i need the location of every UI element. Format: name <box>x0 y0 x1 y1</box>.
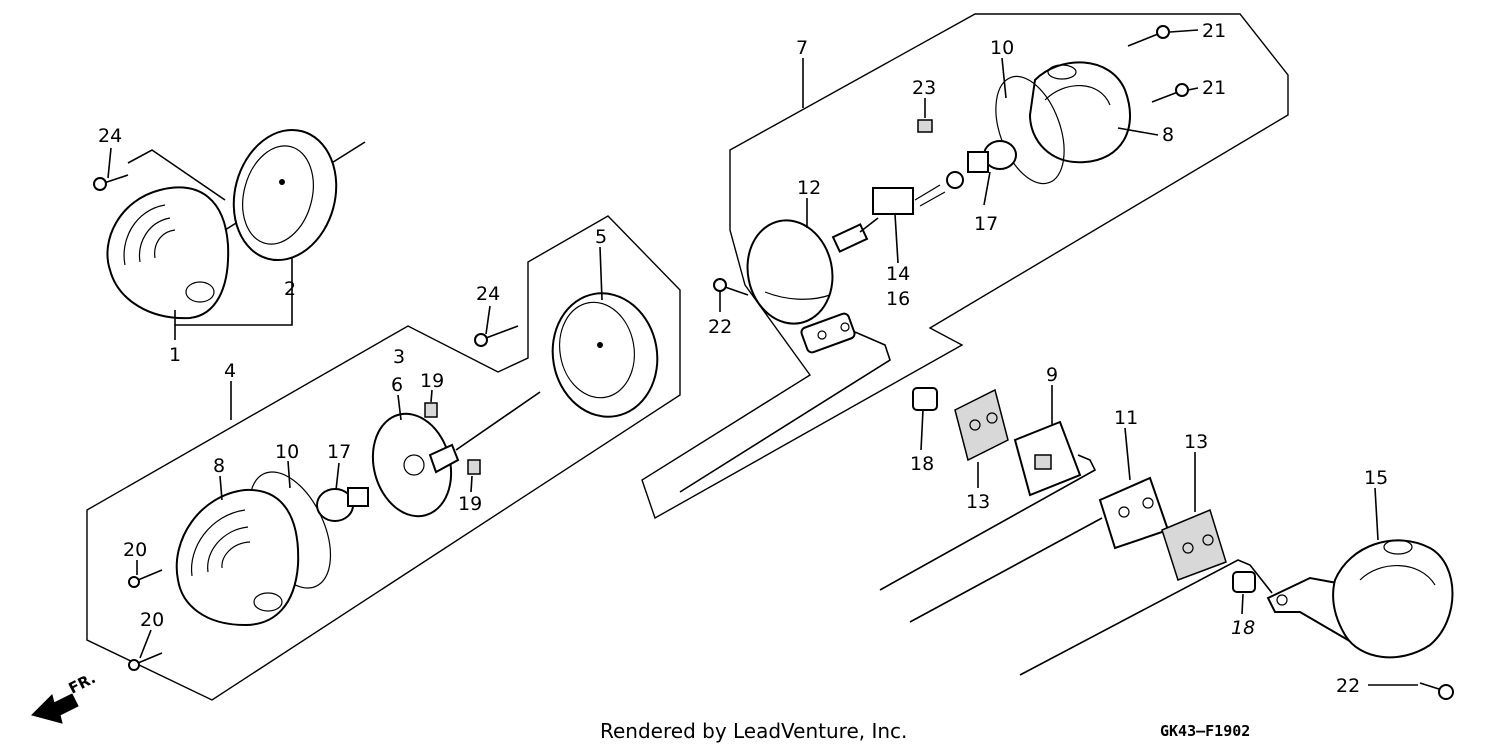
screw-21-lower <box>1151 83 1189 103</box>
screw-22-upper <box>713 278 749 296</box>
pad-13-upper <box>954 388 1009 462</box>
callout-18-upper: 18 <box>910 453 934 475</box>
callout-17-right: 17 <box>974 213 998 235</box>
collar-18-lower <box>1232 571 1256 593</box>
callout-3: 3 <box>393 346 405 368</box>
clip-19-lower <box>467 459 481 475</box>
callout-24-middle: 24 <box>476 283 500 305</box>
lens-8-right <box>1028 61 1131 164</box>
leader-lines <box>107 29 1418 686</box>
callout-12: 12 <box>797 177 821 199</box>
front-arrow-icon <box>31 693 79 724</box>
callout-20-lower: 20 <box>140 609 164 631</box>
housing-2 <box>232 128 338 262</box>
front-label: FR. <box>66 669 99 698</box>
callout-13-lower: 13 <box>1184 431 1208 453</box>
callout-24-upper: 24 <box>98 125 122 147</box>
front-direction-marker: FR. <box>31 669 99 724</box>
callout-20-upper: 20 <box>123 539 147 561</box>
lens-1 <box>106 186 230 320</box>
callout-8-left: 8 <box>213 455 225 477</box>
assembly-upper-right <box>641 13 1289 520</box>
callout-17-left: 17 <box>327 441 351 463</box>
screw-20-lower <box>128 652 163 671</box>
callout-13-upper: 13 <box>966 491 990 513</box>
callout-2: 2 <box>284 278 296 300</box>
housing-5 <box>551 292 659 418</box>
callouts: 24 2 1 5 24 4 3 6 19 19 8 10 17 20 20 7 … <box>98 20 1388 697</box>
callout-1: 1 <box>169 344 181 366</box>
callout-16: 16 <box>886 288 910 310</box>
footer-credit: Rendered by LeadVenture, Inc. <box>600 719 907 743</box>
screw-21-upper <box>1127 25 1170 47</box>
spacer-11 <box>909 476 1170 623</box>
callout-14: 14 <box>886 263 910 285</box>
socket-base-6 <box>371 391 541 518</box>
bulb-17-right <box>967 140 1017 173</box>
housing-12 <box>679 219 891 493</box>
bulb-17-left <box>316 487 369 522</box>
callout-22-upper: 22 <box>708 316 732 338</box>
callout-10-left: 10 <box>275 441 299 463</box>
callout-11: 11 <box>1114 407 1138 429</box>
lamp-15 <box>1019 539 1454 676</box>
callout-5: 5 <box>595 226 607 248</box>
callout-8-right: 8 <box>1162 124 1174 146</box>
nut-23 <box>917 119 933 133</box>
callout-23: 23 <box>912 77 936 99</box>
callout-6: 6 <box>391 374 403 396</box>
collar-18-upper <box>912 387 938 411</box>
screw-20-upper <box>128 569 163 588</box>
bracket-9 <box>879 420 1097 591</box>
callout-4: 4 <box>224 360 236 382</box>
lens-8-left <box>175 488 300 627</box>
assembly-lower-left <box>86 215 681 701</box>
callout-9: 9 <box>1046 364 1058 386</box>
assembly-lower-right <box>879 387 1454 700</box>
assembly-upper-left <box>93 128 366 340</box>
socket-14 <box>831 171 964 253</box>
screw-22-lower <box>1419 682 1454 700</box>
callout-18-lower: 18 <box>1231 617 1255 639</box>
screw-24-upper <box>93 174 129 191</box>
callout-19-lower: 19 <box>458 493 482 515</box>
pad-13-lower <box>1161 508 1227 581</box>
callout-21-upper: 21 <box>1202 20 1226 42</box>
callout-10-right: 10 <box>990 37 1014 59</box>
clip-19-upper <box>424 402 438 418</box>
callout-22-lower: 22 <box>1336 675 1360 697</box>
callout-7: 7 <box>796 37 808 59</box>
callout-19-upper: 19 <box>420 370 444 392</box>
screw-24-middle <box>474 325 519 347</box>
callout-15: 15 <box>1364 467 1388 489</box>
diagram-code: GK43–F1902 <box>1160 722 1250 740</box>
callout-21-lower: 21 <box>1202 77 1226 99</box>
